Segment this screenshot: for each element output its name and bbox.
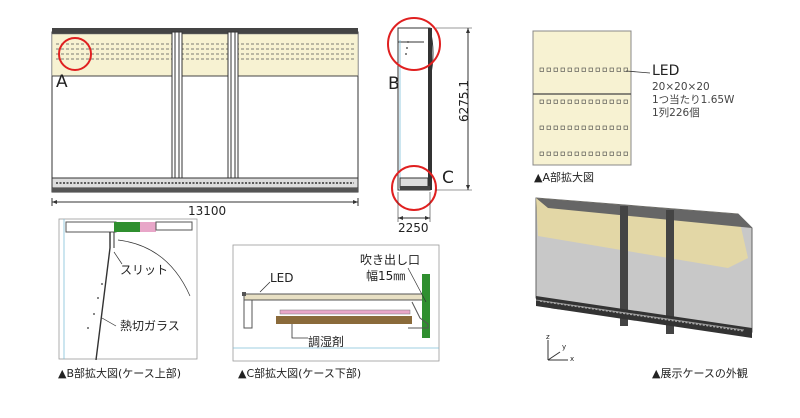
led-chip bbox=[567, 151, 572, 156]
detail-a: LED 20×20×20 1つ当たり1.65W 1列226個 ▲A部拡大図 bbox=[532, 30, 792, 190]
led-chip bbox=[560, 99, 565, 104]
exterior-view: z y x ▲展示ケースの外観 bbox=[528, 188, 794, 388]
led-chip bbox=[567, 125, 572, 130]
led-chip bbox=[581, 67, 586, 72]
led-chip bbox=[595, 67, 600, 72]
led-chip bbox=[616, 125, 621, 130]
front-elevation-drawing bbox=[51, 28, 359, 206]
detail-a-caption: ▲A部拡大図 bbox=[534, 171, 594, 184]
led-chip bbox=[623, 99, 628, 104]
outlet-width-label: 幅15㎜ bbox=[366, 269, 406, 283]
callout-c-label: C bbox=[442, 168, 454, 188]
led-chip bbox=[609, 99, 614, 104]
glass-label: 熱切ガラス bbox=[120, 319, 180, 333]
detail-c-drawing bbox=[232, 244, 440, 362]
detail-b-caption: ▲B部拡大図(ケース上部) bbox=[58, 367, 182, 380]
outlet-label: 吹き出し口 bbox=[360, 253, 421, 267]
led-chip bbox=[602, 67, 607, 72]
led-chip bbox=[539, 99, 544, 104]
axis-z-label: z bbox=[546, 333, 550, 341]
led-chip bbox=[539, 151, 544, 156]
led-chip bbox=[539, 67, 544, 72]
led-spec-2: 1つ当たり1.65W bbox=[652, 94, 735, 106]
led-chip bbox=[567, 67, 572, 72]
led-chip bbox=[546, 99, 551, 104]
axis-x-label: x bbox=[570, 355, 575, 363]
led-chip bbox=[602, 125, 607, 130]
led-chip bbox=[595, 125, 600, 130]
led-leader-line bbox=[626, 70, 651, 74]
led-chip bbox=[588, 125, 593, 130]
detail-c-caption: ▲C部拡大図(ケース下部) bbox=[238, 367, 362, 380]
led-chip bbox=[574, 125, 579, 130]
led-chip bbox=[623, 125, 628, 130]
led-chip bbox=[602, 151, 607, 156]
led-chip bbox=[595, 151, 600, 156]
led-chip bbox=[602, 99, 607, 104]
led-chip bbox=[546, 151, 551, 156]
front-elevation: A 13100 bbox=[48, 26, 366, 218]
width-dimension-label: 13100 bbox=[188, 204, 227, 218]
led-chip bbox=[546, 125, 551, 130]
led-chip bbox=[609, 125, 614, 130]
humidity-label: 調湿剤 bbox=[308, 335, 345, 349]
section-view-drawing bbox=[387, 17, 472, 222]
led-chip bbox=[546, 67, 551, 72]
led-chip bbox=[560, 125, 565, 130]
detail-b: スリット 熱切ガラス ▲B部拡大図(ケース上部) bbox=[58, 218, 206, 388]
led-c-leader bbox=[259, 281, 271, 293]
slit-label: スリット bbox=[120, 263, 169, 277]
led-chip bbox=[567, 99, 572, 104]
led-chip bbox=[553, 151, 558, 156]
led-chip bbox=[623, 151, 628, 156]
led-chip bbox=[616, 151, 621, 156]
led-chip bbox=[609, 67, 614, 72]
led-label: LED bbox=[652, 63, 680, 79]
led-spec-3: 1列226個 bbox=[652, 107, 700, 119]
axis-indicator bbox=[547, 340, 568, 361]
humidity-leader bbox=[291, 324, 308, 339]
led-rows bbox=[539, 67, 628, 156]
callout-b-label: B bbox=[388, 74, 400, 94]
led-chip bbox=[623, 67, 628, 72]
callout-a-label: A bbox=[56, 72, 68, 92]
exterior-view-drawing bbox=[535, 197, 753, 361]
detail-b-drawing bbox=[58, 218, 198, 361]
led-chip bbox=[588, 67, 593, 72]
height-dimension-label: 6275.1 bbox=[457, 80, 471, 122]
exterior-caption: ▲展示ケースの外観 bbox=[652, 367, 748, 380]
led-chip bbox=[553, 125, 558, 130]
detail-a-drawing bbox=[532, 30, 632, 166]
led-chip bbox=[539, 125, 544, 130]
led-chip bbox=[574, 99, 579, 104]
led-chip bbox=[553, 99, 558, 104]
led-chip bbox=[560, 67, 565, 72]
axis-y-label: y bbox=[562, 343, 567, 351]
led-chip bbox=[616, 99, 621, 104]
led-chip bbox=[574, 151, 579, 156]
led-chip bbox=[581, 151, 586, 156]
led-spec-1: 20×20×20 bbox=[652, 81, 710, 93]
led-chip bbox=[588, 151, 593, 156]
depth-dimension-label: 2250 bbox=[398, 221, 429, 235]
section-view: B C 6275.1 2250 bbox=[384, 12, 504, 242]
detail-c: LED 吹き出し口 幅15㎜ 調湿剤 ▲C部拡大図(ケース下部) bbox=[232, 244, 442, 388]
led-chip bbox=[574, 67, 579, 72]
led-chip bbox=[560, 151, 565, 156]
led-chip bbox=[553, 67, 558, 72]
led-chip bbox=[609, 151, 614, 156]
led-chip bbox=[588, 99, 593, 104]
led-c-label: LED bbox=[270, 271, 294, 285]
led-chip bbox=[616, 67, 621, 72]
led-chip bbox=[581, 125, 586, 130]
led-chip bbox=[595, 99, 600, 104]
led-chip bbox=[581, 99, 586, 104]
